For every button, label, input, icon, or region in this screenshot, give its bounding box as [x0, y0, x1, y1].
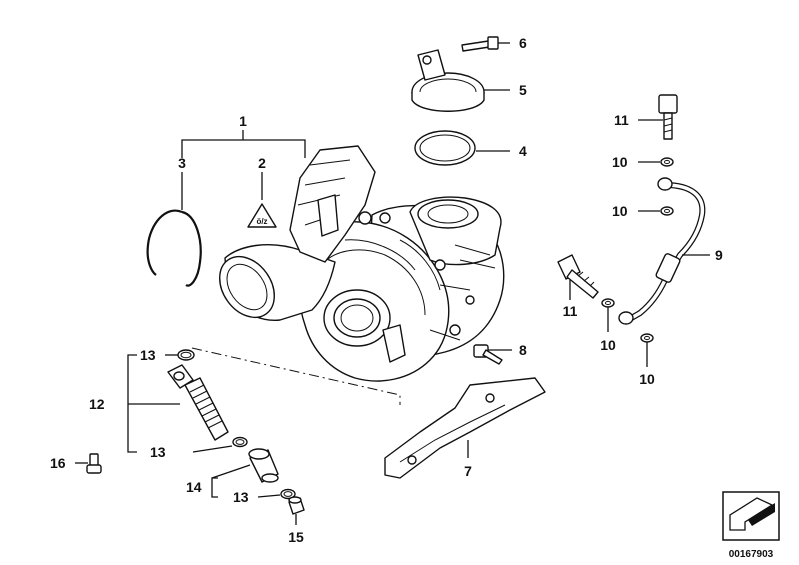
washer-lower-1[interactable]: [601, 298, 615, 308]
label-10-a: 10: [612, 154, 628, 170]
label-11-a: 11: [614, 112, 629, 128]
warning-sign-icon[interactable]: ö/z: [247, 203, 277, 228]
label-2: 2: [258, 155, 266, 171]
v-band-clamp[interactable]: [411, 49, 485, 112]
screw[interactable]: [86, 453, 102, 474]
label-1: 1: [239, 113, 247, 129]
bracket-bolt[interactable]: [473, 344, 503, 365]
support-bracket[interactable]: [384, 377, 546, 479]
label-12: 12: [89, 396, 105, 412]
label-10-b: 10: [612, 203, 628, 219]
warning-sign-text: ö/z: [256, 217, 267, 226]
label-9: 9: [715, 247, 723, 263]
banjo-bolt-lower[interactable]: [557, 254, 599, 299]
plug[interactable]: [288, 496, 305, 515]
label-3: 3: [178, 155, 186, 171]
label-5: 5: [519, 82, 527, 98]
arrow-icon: [729, 497, 775, 531]
label-8: 8: [519, 342, 527, 358]
label-4: 4: [519, 143, 527, 159]
o-ring-middle[interactable]: [232, 436, 248, 448]
label-11-b: 11: [563, 303, 578, 319]
banjo-bolt-upper[interactable]: [658, 94, 678, 140]
pipe-adapter[interactable]: [248, 448, 279, 483]
callout-labels: 1 2 3 4 5 6 7 8 9 10 10 10 10 11 11 12 1…: [50, 35, 723, 545]
oil-return-pipe[interactable]: [167, 364, 229, 441]
label-13-c: 13: [233, 489, 249, 505]
label-13-a: 13: [140, 347, 156, 363]
label-14: 14: [186, 479, 202, 495]
oil-feed-line[interactable]: [618, 177, 706, 325]
document-badge: 00167903: [722, 491, 780, 560]
label-16: 16: [50, 455, 66, 471]
label-10-c: 10: [600, 337, 616, 353]
label-15: 15: [288, 529, 304, 545]
turbocharger[interactable]: [208, 145, 505, 382]
washer-upper-2[interactable]: [660, 206, 674, 216]
o-ring-top[interactable]: [177, 349, 195, 361]
label-6: 6: [519, 35, 527, 51]
o-ring-bottom[interactable]: [280, 488, 296, 500]
label-10-d: 10: [639, 371, 655, 387]
spring-clip[interactable]: [146, 209, 202, 287]
washer-upper-1[interactable]: [660, 157, 674, 167]
clamp-bolt[interactable]: [461, 36, 499, 52]
document-number: 00167903: [729, 549, 774, 560]
leader-lines: [75, 42, 710, 525]
washer-lower-2[interactable]: [640, 333, 654, 343]
label-7: 7: [464, 463, 472, 479]
label-13-b: 13: [150, 444, 166, 460]
gasket-ring[interactable]: [414, 130, 476, 166]
